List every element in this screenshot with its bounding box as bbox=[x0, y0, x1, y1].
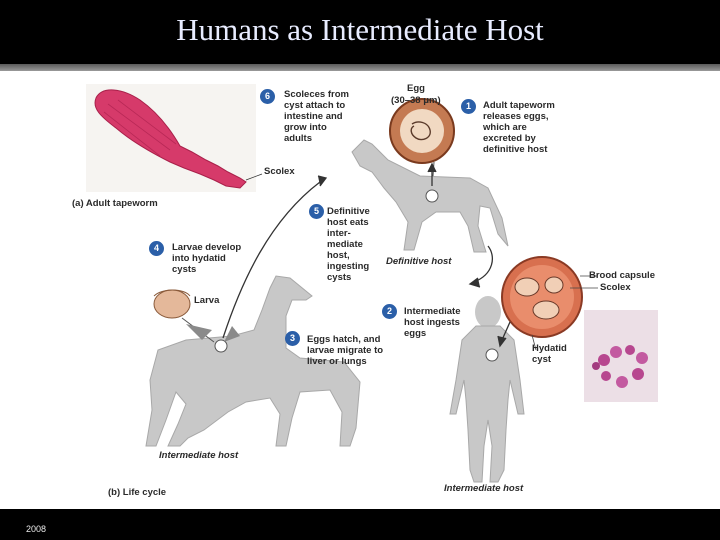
footer-bar bbox=[0, 509, 720, 540]
egg-illustration bbox=[389, 98, 455, 191]
llama-host-label: Intermediate host bbox=[159, 450, 239, 461]
step-4-badge: 4 bbox=[149, 241, 164, 256]
scolex-cyst-label: Scolex bbox=[600, 282, 631, 293]
egg-label: Egg bbox=[407, 83, 425, 94]
step-2-text: Intermediate host ingests eggs bbox=[404, 306, 461, 339]
cycle-arrows bbox=[222, 162, 511, 348]
step-5-text: Definitive host eats inter- mediate host… bbox=[327, 206, 370, 283]
step-2-badge: 2 bbox=[382, 304, 397, 319]
life-cycle-caption: (b) Life cycle bbox=[108, 487, 167, 498]
egg-size-label: (30–38 μm) bbox=[391, 95, 441, 106]
human-intermediate-host bbox=[449, 296, 525, 483]
human-host-label: Intermediate host bbox=[444, 483, 524, 494]
step-3-badge: 3 bbox=[285, 331, 300, 346]
step-3-text: Eggs hatch, and larvae migrate to liver … bbox=[307, 334, 384, 367]
step-4-text: Larvae develop into hydatid cysts bbox=[172, 242, 242, 275]
hydatid-cyst-label: Hydatid cyst bbox=[532, 343, 567, 365]
definitive-host-label: Definitive host bbox=[386, 256, 452, 267]
step-1-text: Adult tapeworm releases eggs, which are … bbox=[483, 100, 555, 155]
dog-definitive-host bbox=[351, 139, 509, 253]
scolex-label: Scolex bbox=[264, 166, 295, 177]
brood-capsule-label: Brood capsule bbox=[589, 270, 655, 281]
title-bar bbox=[0, 0, 720, 64]
adult-tapeworm-photo bbox=[86, 84, 263, 192]
step-6-text: Scoleces from cyst attach to intestine a… bbox=[284, 89, 349, 144]
larva-label: Larva bbox=[194, 295, 220, 306]
step-1-badge: 1 bbox=[461, 99, 476, 114]
adult-tapeworm-caption: (a) Adult tapeworm bbox=[72, 198, 158, 209]
step-5-badge: 5 bbox=[309, 204, 324, 219]
larva-illustration bbox=[153, 289, 215, 343]
hydatid-cyst-illustration bbox=[501, 256, 598, 351]
footer-year: 2008 bbox=[26, 524, 47, 534]
title-divider bbox=[0, 64, 720, 71]
cyst-micrograph-photo bbox=[584, 310, 658, 402]
slide-title: Humans as Intermediate Host bbox=[176, 12, 544, 47]
step-6-badge: 6 bbox=[260, 89, 275, 104]
